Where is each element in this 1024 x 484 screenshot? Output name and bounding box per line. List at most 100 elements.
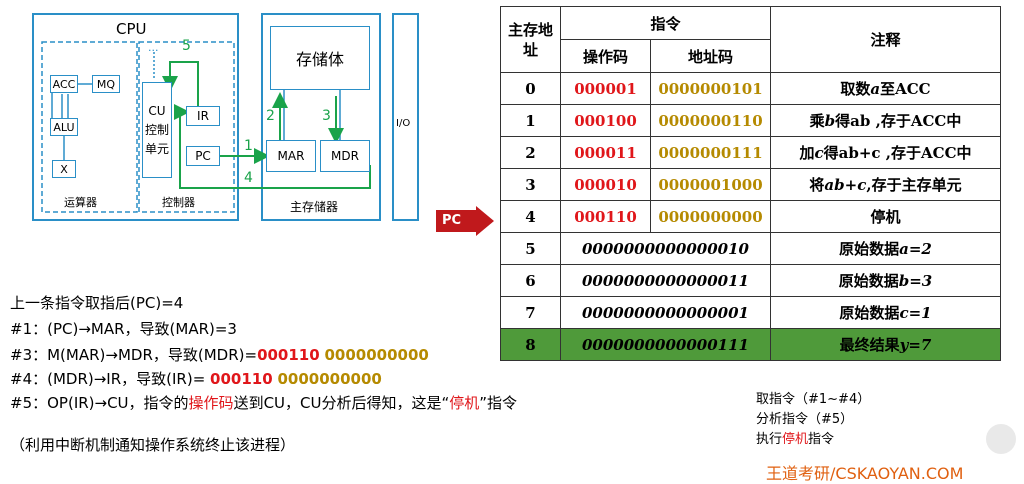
cell-data: 0000000000000111 bbox=[560, 328, 771, 361]
cpu-label: CPU bbox=[116, 20, 147, 38]
cell-comment: 最终结果y=7 bbox=[770, 328, 1001, 361]
cell-address: 2 bbox=[500, 136, 561, 169]
cell-comment: 加c得ab+c ,存于ACC中 bbox=[770, 136, 1001, 169]
control-group-label: 控制器 bbox=[162, 196, 195, 209]
alu-group-frame bbox=[41, 41, 138, 213]
cell-data: 0000000000000011 bbox=[560, 264, 771, 297]
mdr-box: MDR bbox=[320, 140, 370, 172]
watermark: 王道考研/CSKAOYAN.COM bbox=[766, 464, 964, 483]
cu-line3: 单元 bbox=[144, 141, 169, 156]
comment-part: a=2 bbox=[899, 240, 932, 258]
comment-part: 原始数据 bbox=[839, 304, 900, 322]
cell-address-code: 0000000101 bbox=[650, 72, 771, 105]
comment-part: 乘 bbox=[809, 112, 825, 130]
alu-box: ALU bbox=[50, 118, 78, 136]
cell-address-code: 0000001000 bbox=[650, 168, 771, 201]
cell-opcode: 000011 bbox=[560, 136, 651, 169]
cell-comment: 停机 bbox=[770, 200, 1001, 233]
cu-line1: CU bbox=[148, 103, 166, 118]
cell-data: 0000000000000010 bbox=[560, 232, 771, 265]
cu-dots: ··· bbox=[148, 44, 159, 57]
note-line5: #5：OP(IR)→CU，指令的操作码送到CU，CU分析后得知，这是“停机”指令 bbox=[10, 392, 517, 413]
note-line4-address: 0000000000 bbox=[277, 370, 382, 388]
comment-part: 加 bbox=[799, 144, 815, 162]
cell-comment: 取数a至ACC bbox=[770, 72, 1001, 105]
ir-box: IR bbox=[186, 106, 220, 126]
step1-label: 1 bbox=[244, 138, 253, 154]
cell-opcode: 000010 bbox=[560, 168, 651, 201]
note-line3-opcode: 000110 bbox=[257, 346, 320, 364]
cell-comment: 原始数据b=3 bbox=[770, 264, 1001, 297]
cell-comment: 原始数据c=1 bbox=[770, 296, 1001, 329]
cell-address-code: 0000000000 bbox=[650, 200, 771, 233]
step5-label: 5 bbox=[182, 38, 191, 54]
side-execute-post: 指令 bbox=[808, 432, 835, 447]
note-line4-opcode: 000110 bbox=[210, 370, 273, 388]
note-line5-opcode-word: 操作码 bbox=[188, 394, 234, 412]
note-line6: （利用中断机制通知操作系统终止该进程） bbox=[10, 436, 296, 454]
x-box: X bbox=[52, 160, 76, 178]
comment-part: b=3 bbox=[898, 272, 933, 290]
memory-group-label: 主存储器 bbox=[290, 200, 339, 214]
play-icon[interactable] bbox=[986, 424, 1016, 454]
header-instruction: 指令 bbox=[560, 6, 771, 40]
cell-address: 3 bbox=[500, 168, 561, 201]
arrow-step4 bbox=[174, 104, 371, 189]
comment-part: 最终结果 bbox=[839, 336, 900, 354]
side-execute: 执行停机指令 bbox=[756, 428, 834, 447]
alu-group-label: 运算器 bbox=[64, 196, 97, 209]
step4-label: 4 bbox=[244, 170, 253, 186]
pc-box: PC bbox=[186, 146, 220, 166]
io-frame bbox=[392, 13, 419, 221]
step2-label: 2 bbox=[266, 108, 275, 124]
cell-address: 4 bbox=[500, 200, 561, 233]
io-label: I/O bbox=[396, 118, 411, 129]
comment-part: ,存于主存单元 bbox=[866, 176, 962, 194]
note-line3-text: #3：M(MAR)→MDR，导致(MDR)= bbox=[10, 346, 258, 364]
cell-address: 7 bbox=[500, 296, 561, 329]
cell-address-code: 0000000110 bbox=[650, 104, 771, 137]
comment-part: b bbox=[824, 112, 836, 130]
cell-opcode: 000100 bbox=[560, 104, 651, 137]
header-address-code: 地址码 bbox=[650, 39, 771, 73]
note-line3-address: 0000000000 bbox=[324, 346, 429, 364]
comment-part: 原始数据 bbox=[838, 272, 899, 290]
header-opcode: 操作码 bbox=[560, 39, 651, 73]
cu-line2: 控制 bbox=[144, 122, 169, 137]
side-execute-halt: 停机 bbox=[782, 432, 809, 447]
header-address: 主存地址 bbox=[500, 6, 561, 73]
cell-opcode: 000110 bbox=[560, 200, 651, 233]
side-decode: 分析指令（#5） bbox=[756, 412, 854, 427]
cell-address: 6 bbox=[500, 264, 561, 297]
control-group-frame bbox=[138, 41, 235, 213]
storage-box: 存储体 bbox=[270, 26, 370, 90]
arrow-step5 bbox=[162, 61, 199, 106]
comment-part: c bbox=[814, 144, 824, 162]
cpu-frame bbox=[32, 13, 239, 221]
comment-part: a bbox=[870, 80, 881, 98]
note-line3: #3：M(MAR)→MDR，导致(MDR)=000110 0000000000 bbox=[10, 344, 429, 365]
comment-part: 停机 bbox=[870, 208, 901, 226]
note-line4-text: #4：(MDR)→IR，导致(IR)= bbox=[10, 370, 211, 388]
note-line4: #4：(MDR)→IR，导致(IR)= 000110 0000000000 bbox=[10, 368, 382, 389]
cell-address-code: 0000000111 bbox=[650, 136, 771, 169]
cell-address: 1 bbox=[500, 104, 561, 137]
cell-address: 5 bbox=[500, 232, 561, 265]
note-line5-post: ”指令 bbox=[479, 394, 518, 412]
mq-box: MQ bbox=[92, 75, 120, 93]
comment-part: 至ACC bbox=[880, 80, 931, 98]
step3-label: 3 bbox=[322, 108, 331, 124]
side-fetch: 取指令（#1~#4） bbox=[756, 392, 871, 407]
note-line5-text: #5：OP(IR)→CU，指令的 bbox=[10, 394, 189, 412]
mar-box: MAR bbox=[266, 140, 316, 172]
